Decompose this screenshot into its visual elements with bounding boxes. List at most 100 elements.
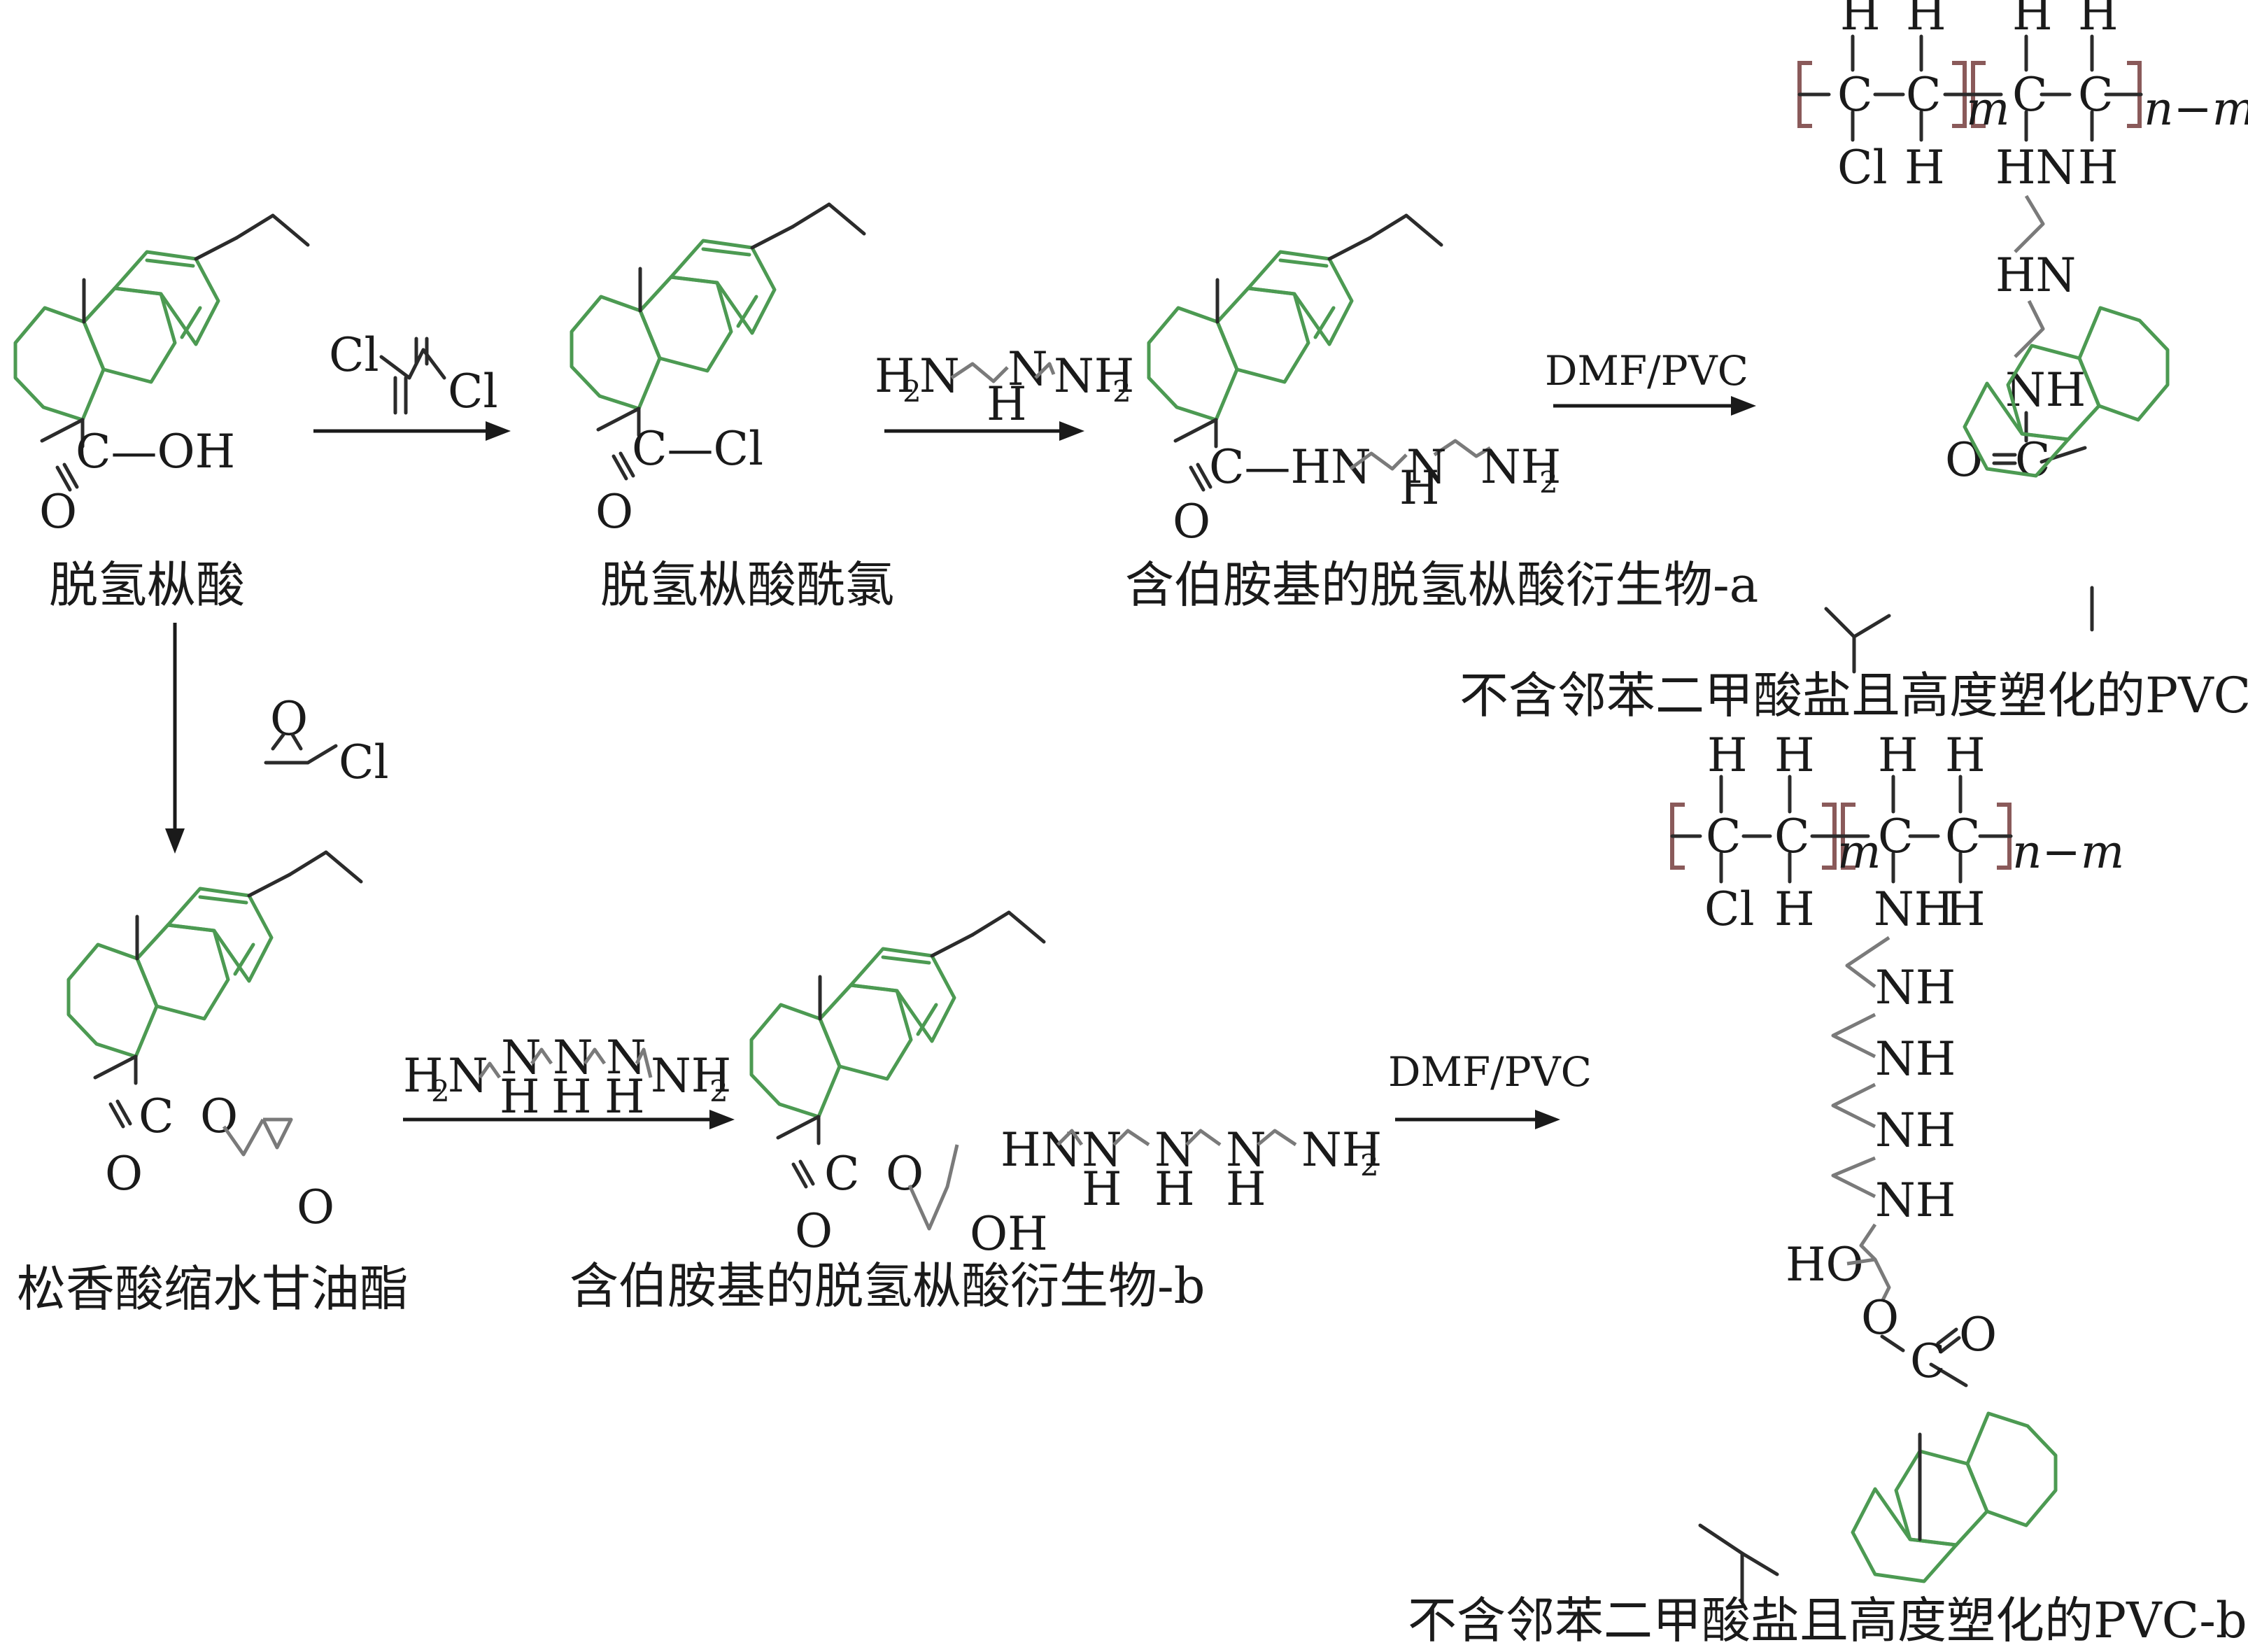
atom-label: OH <box>970 1207 1048 1261</box>
atom-label: NH <box>2005 363 2086 417</box>
reaction-arrow-down <box>165 623 185 854</box>
compound-name-deriv-a: 含伯胺基的脱氢枞酸衍生物-a <box>1125 556 1758 614</box>
atom-label: H <box>403 1049 444 1103</box>
atom-label: H <box>1774 882 1815 936</box>
compound-name-glycidyl: 松香酸缩水甘油酯 <box>17 1260 409 1318</box>
atom-label: H <box>605 1070 645 1124</box>
atom-label: H <box>1945 728 1986 782</box>
atom-label: N <box>1008 342 1048 396</box>
atom-label: O <box>1861 1291 1899 1345</box>
atom-label: H <box>2078 0 2119 41</box>
atom-label: H <box>2078 141 2119 195</box>
reagent-diethylenetriamine: H 2 N N H NH 2 <box>875 342 1134 431</box>
atom-label: H <box>1154 1162 1195 1216</box>
reagent-dichloropropene: Cl Cl <box>329 328 498 418</box>
atom-label: O <box>1959 1308 1997 1362</box>
atom-label: NH <box>1054 349 1134 403</box>
atom-label: HN <box>1001 1123 1081 1177</box>
atom-label: NH <box>1875 1103 1956 1157</box>
repeat-index-n-m: n−m <box>2012 825 2124 879</box>
atom-label: HO <box>1786 1238 1864 1292</box>
repeat-index-n-m: n−m <box>2144 82 2248 136</box>
atom-label: Cl <box>1837 141 1888 195</box>
molecule-acyl-chloride: C—Cl O <box>570 202 866 539</box>
atom-label: H <box>1904 141 1945 195</box>
reaction-arrow-2 <box>884 421 1084 441</box>
atom-label: H <box>1082 1162 1122 1216</box>
compound-name-dha: 脱氢枞酸 <box>49 556 245 614</box>
molecule-pvc-b: H H H H C C C C m n−m Cl H NH H NH NH NH… <box>1408 728 2247 1649</box>
atom-label: H <box>987 377 1027 431</box>
atom-label: H <box>1840 0 1881 41</box>
atom-label: Cl <box>329 328 379 382</box>
atom-label: H <box>1945 882 1986 936</box>
subscript: 2 <box>1539 465 1558 500</box>
atom-label: O <box>39 485 77 539</box>
reaction-arrow-4 <box>403 1110 735 1129</box>
molecule-glycidyl-ester: C O O O <box>66 850 363 1234</box>
atom-label: O <box>1173 495 1210 549</box>
atom-label: NH <box>651 1049 731 1103</box>
atom-label: NH <box>1875 1032 1956 1086</box>
atom-label: C—HN <box>1209 440 1371 494</box>
molecule-derivative-b: C O O OH HN N H N H N H NH 2 <box>749 910 1382 1261</box>
reaction-arrow-5 <box>1395 1110 1560 1129</box>
atom-label: C <box>139 1089 174 1143</box>
atom-label: C <box>1706 810 1741 863</box>
atom-label: H <box>1774 728 1815 782</box>
repeat-index-m: m <box>1966 82 2010 136</box>
atom-label: H <box>1906 0 1946 41</box>
subscript: 2 <box>431 1074 450 1108</box>
atom-label: H <box>551 1070 592 1124</box>
atom-label: O <box>795 1204 833 1258</box>
compound-name-dha-cl: 脱氢枞酸酰氯 <box>600 556 894 614</box>
compound-name-pvc-a: 不含邻苯二甲酸盐且高度塑化的PVC-a <box>1459 667 2248 724</box>
atom-label: O <box>270 692 308 746</box>
subscript: 2 <box>709 1074 728 1108</box>
atom-label: Cl <box>1704 882 1755 936</box>
atom-label: H <box>500 1070 540 1124</box>
atom-label: C <box>1837 68 1873 122</box>
atom-label: O <box>200 1089 238 1143</box>
subscript: 2 <box>903 374 921 409</box>
atom-label: HN <box>1995 248 2076 302</box>
atom-label: O <box>886 1147 924 1201</box>
atom-label: C <box>2015 433 2051 487</box>
atom-label: H <box>1226 1162 1266 1216</box>
atom-label: O <box>105 1147 143 1201</box>
atom-label: C <box>1945 810 1981 863</box>
atom-label: N <box>553 1031 593 1085</box>
reagent-tetraethylenepentamine: H 2 N N N N H H H NH 2 <box>403 1031 731 1124</box>
atom-label: C <box>824 1147 860 1201</box>
atom-label: O <box>297 1180 334 1234</box>
atom-label: NH <box>1875 961 1956 1015</box>
atom-label: C—OH <box>76 425 235 479</box>
atom-label: NH <box>1301 1123 1382 1177</box>
reaction-condition-1: DMF/PVC <box>1545 347 1748 395</box>
atom-label: C <box>2012 68 2048 122</box>
atom-label: N <box>1226 1123 1266 1177</box>
atom-label: C—Cl <box>632 422 763 476</box>
atom-label: C <box>1906 68 1942 122</box>
subscript: 2 <box>1112 374 1131 409</box>
atom-label: NH <box>1874 882 1954 936</box>
atom-label: O <box>1945 433 1983 487</box>
atom-label: H <box>1878 728 1918 782</box>
reaction-arrow-3 <box>1553 396 1756 416</box>
atom-label: H <box>2012 0 2053 41</box>
compound-name-deriv-b: 含伯胺基的脱氢枞酸衍生物-b <box>570 1257 1205 1315</box>
atom-label: H <box>1399 461 1440 515</box>
repeat-index-m: m <box>1837 825 1881 879</box>
atom-label: Cl <box>448 365 498 418</box>
subscript: 2 <box>1360 1148 1379 1182</box>
atom-label: N <box>1154 1123 1195 1177</box>
atom-label: C <box>1910 1334 1946 1388</box>
reaction-condition-2: DMF/PVC <box>1388 1048 1592 1096</box>
atom-label: HN <box>1995 141 2076 195</box>
reaction-arrow-1 <box>313 421 511 441</box>
atom-label: H <box>1707 728 1748 782</box>
atom-label: N <box>1082 1123 1122 1177</box>
molecule-dehydroabietic-acid: C—OH O 脱氢枞酸 <box>13 213 310 614</box>
atom-label: NH <box>1480 440 1561 494</box>
